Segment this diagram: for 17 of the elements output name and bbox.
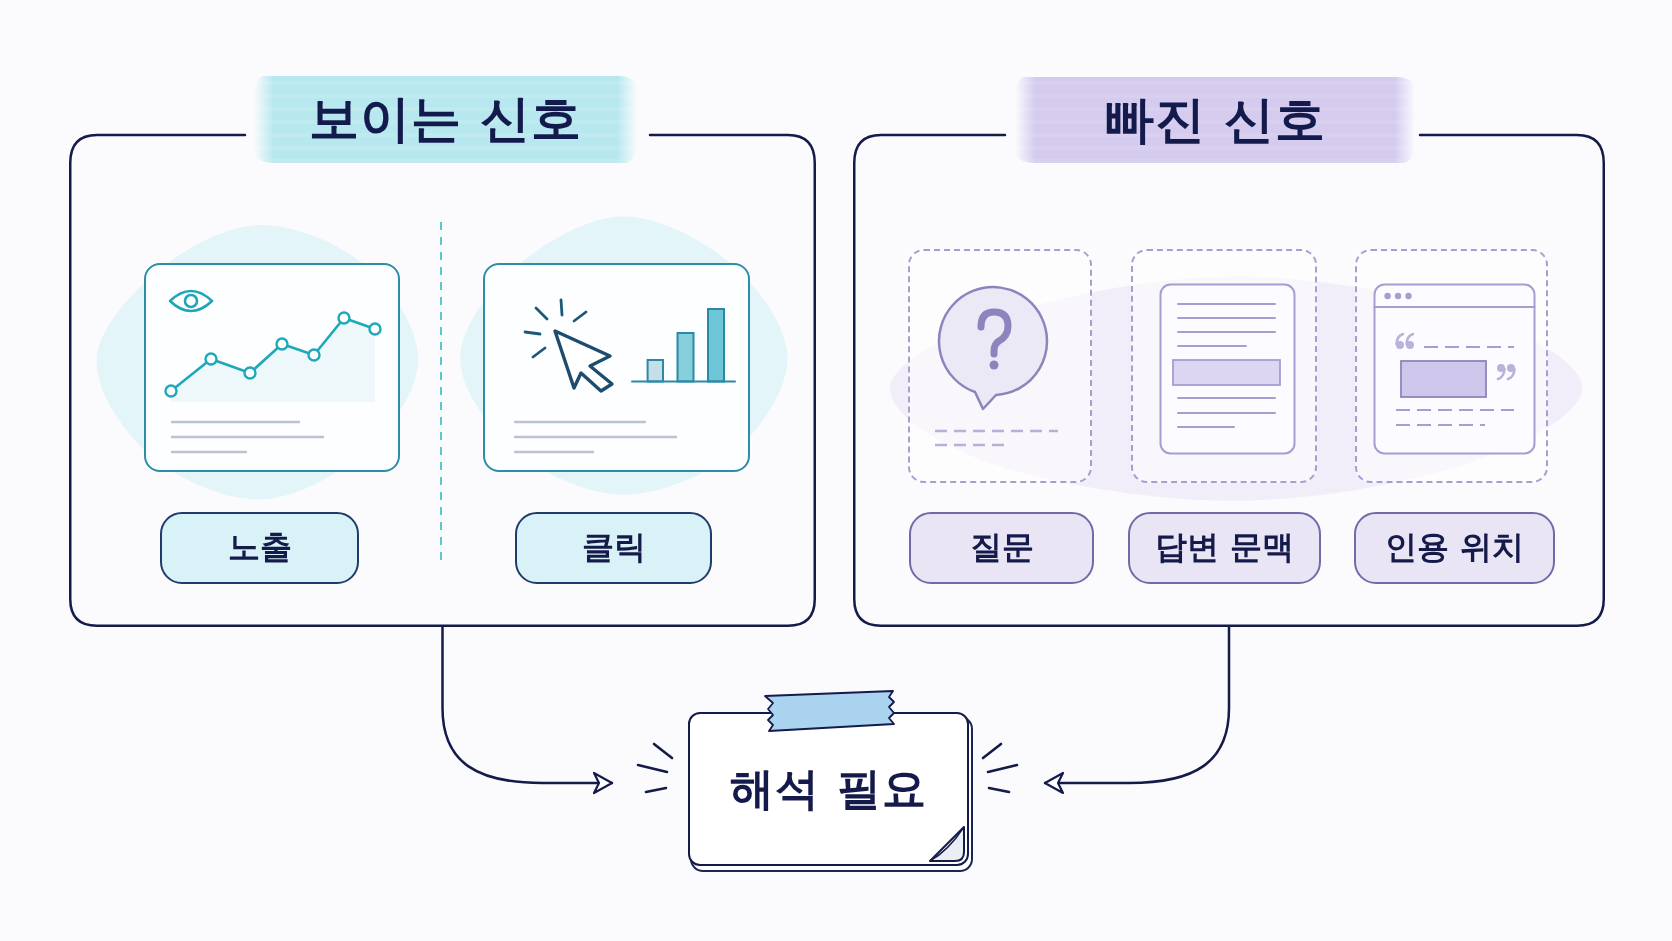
note-text: 해석 필요 <box>730 761 927 816</box>
arrow <box>1043 625 1231 795</box>
illustration-card <box>1355 249 1548 483</box>
label-pill: 클릭 <box>515 512 712 584</box>
illustration-card <box>1131 249 1317 483</box>
label-pill: 노출 <box>160 512 359 584</box>
panel-title: 빠진 신호 <box>1015 77 1415 163</box>
illustration-card <box>144 263 400 472</box>
panel <box>69 75 816 627</box>
panel <box>853 75 1605 627</box>
arrow <box>441 625 614 795</box>
illustration-card <box>908 249 1092 483</box>
label-pill: 질문 <box>909 512 1094 584</box>
illustration-card <box>483 263 750 472</box>
label-pill: 답변 문맥 <box>1128 512 1321 584</box>
panel-title: 보이는 신호 <box>254 76 637 163</box>
label-pill: 인용 위치 <box>1354 512 1555 584</box>
